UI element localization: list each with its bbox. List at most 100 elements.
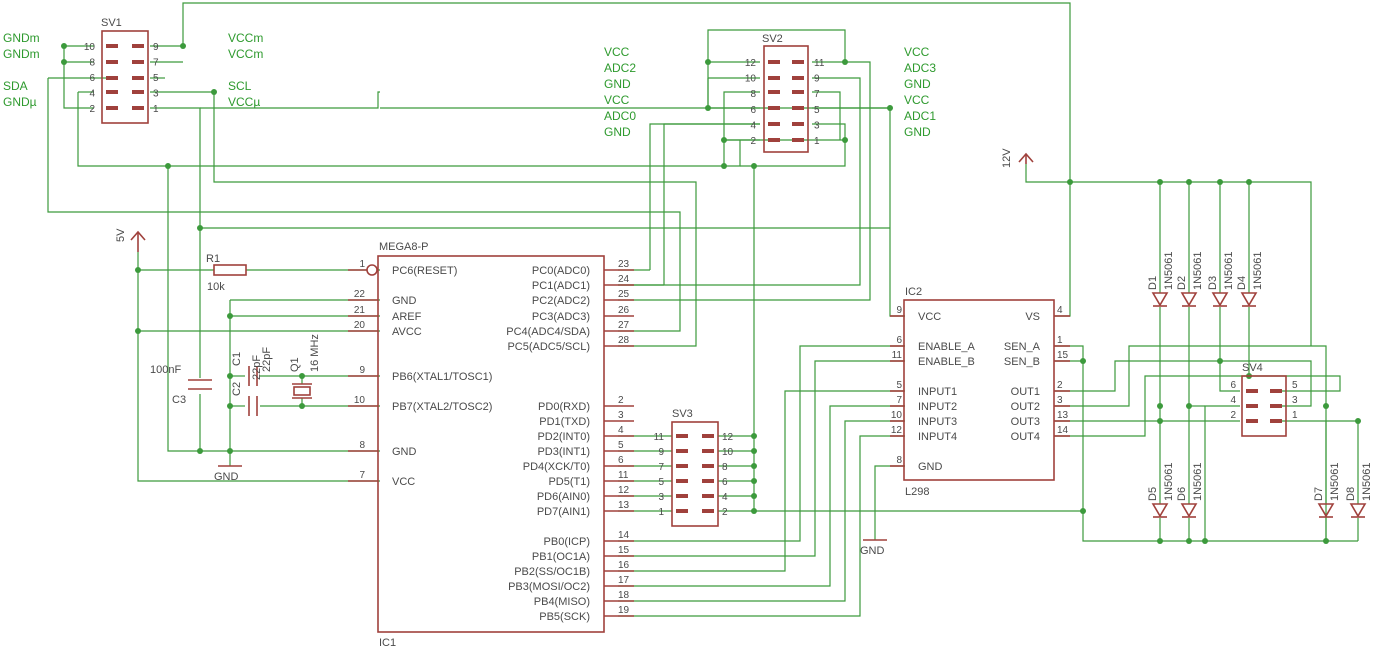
- crystal-q1: Q1 16 MHz: [289, 334, 321, 399]
- ic2-pin-label: OUT1: [1011, 386, 1040, 398]
- diode-ref: D8: [1345, 487, 1357, 501]
- ic2-pin-number: 10: [891, 410, 903, 421]
- sv3-pin-number-9: 9: [658, 447, 664, 458]
- ic1-mega8: MEGA8-P IC1 1PC6(RESET)22GND21AREF20AVCC…: [348, 241, 634, 649]
- sv4-pin-number-1: 1: [1292, 410, 1298, 421]
- diode-d8: D8 1N5061: [1345, 462, 1373, 518]
- ic1-pin-number: 3: [618, 410, 624, 421]
- diode-ref: D7: [1313, 487, 1325, 501]
- ic2-pin-label: OUT3: [1011, 416, 1040, 428]
- ic1-pin-label: PC6(RESET): [392, 265, 457, 277]
- sv4-pin-number-4: 4: [1230, 395, 1236, 406]
- ic1-pin-number: 16: [618, 560, 630, 571]
- ic2-name: L298: [905, 486, 929, 498]
- sv3-pins: [676, 434, 714, 513]
- ground-1-label: GND: [214, 471, 239, 483]
- ic2-pin-number: 5: [896, 380, 902, 391]
- sv4-left-pin-numbers: 642: [1230, 380, 1236, 421]
- diode-ref: D2: [1176, 276, 1188, 290]
- ic2-pin-label: INPUT2: [918, 401, 957, 413]
- sv4-pin-number-2: 2: [1230, 410, 1236, 421]
- ic1-pin-number: 12: [618, 485, 630, 496]
- sv2-pin-number-12: 12: [745, 58, 757, 69]
- diode-part: 1N5061: [1192, 462, 1204, 501]
- ic2-pin-number: 14: [1057, 425, 1069, 436]
- ic1-pin-label: PD4(XCK/T0): [523, 461, 590, 473]
- diode-part: 1N5061: [1163, 462, 1175, 501]
- sv1-net-vccu: VCCµ: [228, 95, 260, 109]
- ic1-pin-number: 10: [354, 395, 366, 406]
- ic1-pin-number: 24: [618, 274, 630, 285]
- capacitor-c1: C1 22pF: [231, 347, 273, 386]
- ic2-pin-label: GND: [918, 461, 943, 473]
- ic1-pin-number: 7: [359, 470, 365, 481]
- sv3-pin-number-11: 11: [654, 432, 665, 443]
- ic1-pin-label: PB3(MOSI/OC2): [508, 581, 590, 593]
- ic1-pin-label: PB6(XTAL1/TOSC1): [392, 371, 492, 383]
- ic2-pin-number: 9: [896, 305, 902, 316]
- sv1-net-sda: SDA: [3, 79, 28, 93]
- sv3-pin-number-3: 3: [658, 492, 664, 503]
- ground-2-label: GND: [860, 545, 885, 557]
- ic1-pin-label: PB1(OC1A): [532, 551, 590, 563]
- diode-ref: D6: [1176, 487, 1188, 501]
- ic1-pin-label: PB5(SCK): [539, 611, 590, 623]
- sv2-left-net-label: ADC2: [604, 61, 636, 75]
- ic2-pin-label: INPUT1: [918, 386, 957, 398]
- sv1-pins: [106, 44, 144, 110]
- sv1-ref: SV1: [101, 17, 122, 29]
- sv2-left-net-label: ADC0: [604, 109, 636, 123]
- ic2-pin-number: 3: [1057, 395, 1063, 406]
- ic1-pin-number: 13: [618, 500, 630, 511]
- diode-part: 1N5061: [1361, 462, 1373, 501]
- sv1-pin-number-5: 5: [153, 73, 159, 84]
- sv1-pin-number-1: 1: [153, 104, 159, 115]
- sv2-left-net-label: GND: [604, 77, 631, 91]
- ic1-pin-number: 23: [618, 259, 630, 270]
- c1-value: 22pF: [261, 347, 273, 372]
- ic1-name: MEGA8-P: [379, 241, 429, 253]
- ic2-pin-label: VCC: [918, 311, 941, 323]
- sv3-pin-number-4: 4: [722, 492, 728, 503]
- ic2-pin-label: OUT2: [1011, 401, 1040, 413]
- ic2-pin-label: INPUT3: [918, 416, 957, 428]
- sv2-pin-number-8: 8: [750, 89, 756, 100]
- ic2-pin-number: 11: [892, 350, 903, 361]
- diode-ref: D1: [1147, 276, 1159, 290]
- sv4-header: SV4 642 531: [1230, 362, 1298, 437]
- sv1-pin-number-4: 4: [89, 89, 95, 100]
- sv1-pin-number-2: 2: [89, 104, 95, 115]
- ic1-pin-number: 5: [618, 440, 624, 451]
- sv3-pin-number-5: 5: [658, 477, 664, 488]
- ic2-pin-number: 4: [1057, 305, 1063, 316]
- sv4-pin-number-5: 5: [1292, 380, 1298, 391]
- supply-12v: 12V: [1001, 148, 1034, 168]
- ic1-pin-number: 14: [618, 530, 630, 541]
- diode-d6: D6 1N5061: [1176, 462, 1204, 518]
- sv2-left-net-label: VCC: [604, 45, 630, 59]
- ic2-pin-label: OUT4: [1011, 431, 1040, 443]
- capacitor-c2: C2 22pF: [231, 355, 263, 416]
- sv3-pin-number-1: 1: [658, 507, 664, 518]
- sv2-left-net-label: GND: [604, 125, 631, 139]
- ic1-pin-number: 17: [618, 575, 630, 586]
- ic1-pin-number: 26: [618, 305, 630, 316]
- sv2-pin-number-1: 1: [814, 136, 820, 147]
- sv3-pin-number-10: 10: [722, 447, 734, 458]
- sv2-pin-number-5: 5: [814, 105, 820, 116]
- supply-5v-label: 5V: [115, 228, 127, 242]
- ic2-pin-label: VS: [1025, 311, 1040, 323]
- ic2-pin-number: 13: [1057, 410, 1069, 421]
- sv2-right-net-label: VCC: [904, 93, 930, 107]
- ic2-pin-number: 6: [896, 335, 902, 346]
